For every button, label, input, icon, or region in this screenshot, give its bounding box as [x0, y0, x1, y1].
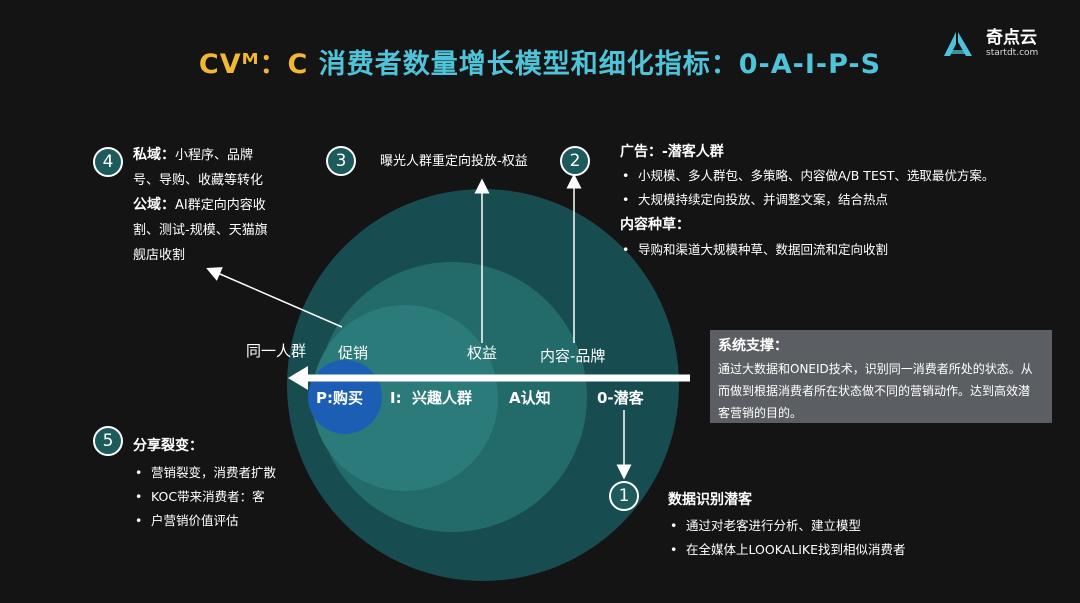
private-label: 私域：	[133, 147, 175, 163]
step-2-bullet-2: 大规模持续定向投放、并调整文案，结合热点	[620, 188, 1040, 212]
main-flow-arrowhead	[288, 366, 308, 390]
label-content-brand: 内容-品牌	[540, 347, 606, 365]
step-5-bullet-line1: 营销裂变，消费者扩散	[133, 461, 303, 485]
step-2-heading-ads: 广告：-潜客人群	[620, 144, 724, 160]
system-line-2: 而做到根据消费者所在状态做不同的营销动作。达到高效潜	[718, 384, 1031, 398]
private-text1: 小程序、品牌	[175, 148, 254, 163]
logo-icon	[944, 32, 972, 56]
step-2-heading-content: 内容种草：	[620, 217, 690, 233]
step-5-bullet-line2: KOC带来消费者：客	[133, 485, 303, 509]
public-text1: AI群定向内容收	[175, 198, 266, 213]
step-4-badge: 4	[93, 147, 123, 177]
public-text2: 割、测试-规模、天猫旗	[133, 223, 268, 238]
public-label: 公域：	[133, 197, 175, 213]
step-2-badge: 2	[560, 146, 590, 176]
system-line-1: 通过大数据和ONEID技术，识别同一消费者所处的状态。从	[718, 362, 1033, 376]
title-part2: 消费者数量增长模型和细化指标：0-A-I-P-S	[318, 49, 882, 80]
step-1-badge: 1	[609, 481, 639, 511]
circle-interest	[312, 305, 498, 491]
label-interest: I: 兴趣人群	[390, 389, 473, 407]
title-part1: CVᴹ：C	[198, 49, 319, 80]
step-3-badge: 3	[326, 146, 356, 176]
system-heading: 系统支撑：	[718, 338, 788, 354]
public-text3: 舰店收割	[133, 248, 186, 263]
label-potential: 0-潜客	[597, 389, 644, 407]
page-title: CVᴹ：C 消费者数量增长模型和细化指标：0-A-I-P-S	[0, 42, 1080, 81]
label-aware: A认知	[509, 389, 551, 407]
step-4-text: 私域：小程序、品牌 号、导购、收藏等转化 公域：AI群定向内容收 割、测试-规模…	[133, 143, 303, 268]
label-same-person: 同一人群	[246, 342, 307, 360]
arrow-promo-diag	[206, 267, 343, 328]
private-text2: 号、导购、收藏等转化	[133, 173, 264, 188]
step-5-heading: 分享裂变：	[133, 438, 203, 454]
logo-url: startdt.com	[986, 48, 1039, 58]
step-2-text: 广告：-潜客人群 小规模、多人群包、多策略、内容做A/B TEST、选取最优方案…	[620, 141, 1040, 262]
step-5-badge: 5	[93, 426, 123, 456]
step-5-text: 分享裂变： 营销裂变，消费者扩散 KOC带来消费者：客 户营销价值评估	[133, 435, 303, 533]
step-2-bullet-3: 导购和渠道大规模种草、数据回流和定向收割	[620, 238, 1040, 262]
step-1-bullet-2: 在全媒体上LOOKALIKE找到相似消费者	[668, 538, 1028, 562]
label-promotion: 促销	[338, 344, 369, 362]
label-purchase: P:购买	[316, 389, 363, 407]
step-1-heading: 数据识别潜客	[668, 492, 752, 508]
logo-name: 奇点云	[986, 28, 1037, 48]
label-rights: 权益	[467, 344, 498, 362]
step-1-bullet-1: 通过对老客进行分析、建立模型	[668, 514, 1028, 538]
system-support-box: 系统支撑： 通过大数据和ONEID技术，识别同一消费者所处的状态。从 而做到根据…	[710, 330, 1052, 423]
system-line-3: 客营销的目的。	[718, 406, 803, 420]
step-1-text: 数据识别潜客 通过对老客进行分析、建立模型 在全媒体上LOOKALIKE找到相似…	[668, 489, 1028, 562]
step-3-text: 曝光人群重定向投放-权益	[380, 154, 528, 169]
step-2-bullet-1: 小规模、多人群包、多策略、内容做A/B TEST、选取最优方案。	[620, 164, 1040, 188]
brand-logo: 奇点云 startdt.com	[942, 30, 1038, 58]
step-5-bullet-line3: 户营销价值评估	[133, 509, 303, 533]
